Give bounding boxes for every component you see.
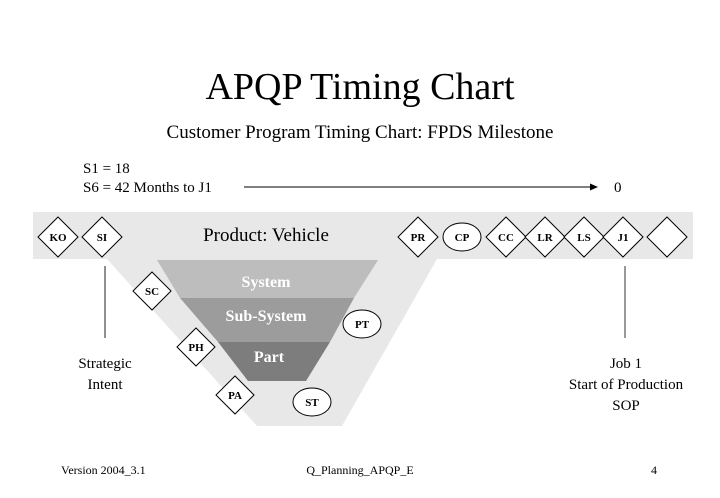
- svg-text:PT: PT: [355, 319, 370, 331]
- funnel-label-system: System: [242, 274, 292, 291]
- job1-annotation: Job 1 Start of Production SOP: [545, 354, 707, 417]
- svg-text:PA: PA: [228, 390, 242, 402]
- milestone-si[interactable]: SI: [81, 216, 123, 258]
- svg-text:KO: KO: [49, 232, 67, 244]
- timing-s6-label: S6 = 42 Months to J1: [83, 180, 212, 196]
- strategic-intent-annotation: Strategic Intent: [50, 354, 160, 396]
- svg-text:CP: CP: [455, 232, 470, 244]
- milestone-pa[interactable]: PA: [215, 375, 255, 415]
- svg-text:PH: PH: [188, 342, 204, 354]
- svg-text:J1: J1: [618, 232, 629, 244]
- job1-line3: SOP: [612, 398, 640, 414]
- svg-text:SI: SI: [97, 232, 107, 244]
- milestone-sc[interactable]: SC: [132, 271, 172, 311]
- job1-line2: Start of Production: [568, 377, 684, 393]
- milestone-ls[interactable]: LS: [563, 216, 605, 258]
- milestone-st[interactable]: ST: [292, 387, 332, 417]
- milestone-ko[interactable]: KO: [37, 216, 79, 258]
- footer-page-number: 4: [651, 463, 657, 477]
- svg-text:LR: LR: [537, 232, 553, 244]
- milestone-pr[interactable]: PR: [397, 216, 439, 258]
- svg-text:SC: SC: [145, 286, 159, 298]
- strategic-intent-line2: Intent: [87, 377, 123, 393]
- timeline-end-value: 0: [614, 180, 622, 196]
- product-vehicle-label: Product: Vehicle: [203, 225, 329, 246]
- milestone-cp[interactable]: CP: [442, 222, 482, 252]
- milestone-ph[interactable]: PH: [176, 327, 216, 367]
- job1-line1: Job 1: [609, 356, 643, 372]
- strategic-intent-line1: Strategic: [78, 356, 132, 372]
- funnel-label-subsystem: Sub-System: [226, 308, 308, 325]
- milestone-pt[interactable]: PT: [342, 309, 382, 339]
- funnel-band-subsystem: [180, 298, 354, 342]
- svg-text:PR: PR: [411, 232, 427, 244]
- milestone-j1[interactable]: J1: [602, 216, 644, 258]
- svg-text:CC: CC: [498, 232, 514, 244]
- timing-s1-label: S1 = 18: [83, 161, 130, 177]
- funnel-band-system: [157, 260, 378, 298]
- funnel-band-part: [218, 342, 330, 381]
- milestone-blank[interactable]: [646, 216, 688, 258]
- slide-subtitle: Customer Program Timing Chart: FPDS Mile…: [166, 122, 554, 143]
- footer-version: Version 2004_3.1: [61, 463, 146, 477]
- svg-text:ST: ST: [305, 397, 319, 409]
- timeline-arrow: [244, 183, 598, 191]
- svg-text:LS: LS: [577, 232, 590, 244]
- slide-title: APQP Timing Chart: [205, 66, 515, 108]
- funnel-label-part: Part: [254, 349, 285, 366]
- milestone-cc[interactable]: CC: [485, 216, 527, 258]
- milestone-lr[interactable]: LR: [524, 216, 566, 258]
- footer-document-name: Q_Planning_APQP_E: [306, 463, 414, 477]
